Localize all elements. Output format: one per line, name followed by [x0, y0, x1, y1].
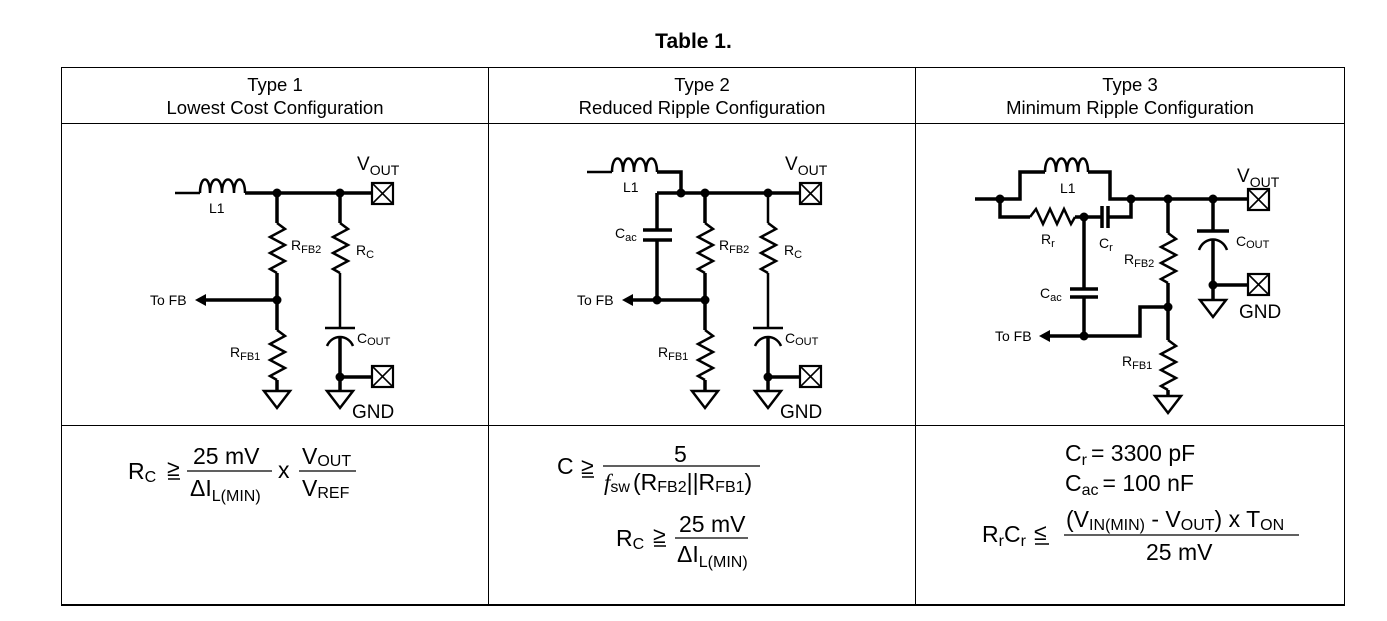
type-label: Type 1 — [247, 73, 303, 95]
header-row: Type 1 Lowest Cost Configuration Type 2 … — [61, 67, 1345, 124]
config-name: Minimum Ripple Configuration — [1006, 96, 1254, 118]
type-label: Type 3 — [1102, 73, 1158, 95]
equation-cell-type-3 — [915, 425, 1345, 606]
header-type-3: Type 3 Minimum Ripple Configuration — [915, 67, 1345, 124]
configuration-table: Type 1 Lowest Cost Configuration Type 2 … — [61, 67, 1345, 606]
header-type-2: Type 2 Reduced Ripple Configuration — [488, 67, 916, 124]
config-name: Lowest Cost Configuration — [166, 96, 384, 118]
equation-cell-type-1 — [61, 425, 489, 606]
table-caption: Table 1. — [655, 30, 732, 53]
equation-row — [61, 425, 1345, 606]
config-name: Reduced Ripple Configuration — [578, 96, 826, 118]
circuit-cell-type-2 — [488, 123, 916, 426]
circuit-cell-type-1 — [61, 123, 489, 426]
header-type-1: Type 1 Lowest Cost Configuration — [61, 67, 489, 124]
circuit-cell-type-3 — [915, 123, 1345, 426]
circuit-row — [61, 123, 1345, 426]
type-label: Type 2 — [674, 73, 730, 95]
equation-cell-type-2 — [488, 425, 916, 606]
